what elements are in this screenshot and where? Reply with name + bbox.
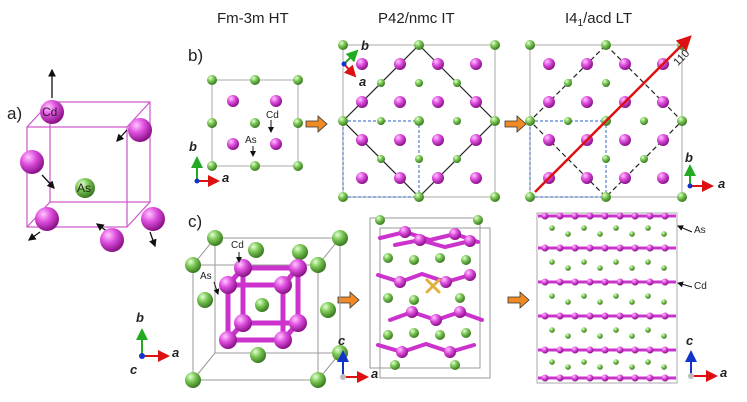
panel-b-ht-structure	[207, 75, 303, 171]
column-title-ht: Fm-3m HT	[217, 10, 289, 27]
atom-label-cd-a: Cd	[42, 105, 58, 119]
atom-label-as-lt: As	[694, 225, 706, 236]
axis-label-a-c: a	[172, 345, 180, 360]
panel-b-it-structure	[338, 40, 500, 202]
axes-b-lt	[684, 164, 714, 192]
atom-label-cd-c: Cd	[231, 240, 244, 251]
axis-label-a-it: a	[359, 74, 367, 89]
orange-arrow-icon	[504, 115, 527, 133]
cross-marker-icon	[425, 278, 441, 294]
panel-c-it-3d	[369, 215, 491, 379]
panel-a-unit-cell	[20, 68, 165, 252]
as-atoms	[375, 215, 483, 370]
cd-atoms	[543, 58, 669, 184]
panel-c-lt-layers	[536, 212, 693, 384]
atom-label-as-b: As	[245, 135, 257, 146]
axes-c-ht	[136, 328, 170, 362]
axis-label-a-it-c: a	[371, 366, 379, 381]
panel-b-lt-structure	[525, 35, 692, 202]
atom-label-as-a: As	[77, 181, 92, 195]
as-atoms	[185, 230, 348, 388]
axis-label-b-ht: b	[189, 139, 197, 154]
axes-b-ht	[191, 156, 220, 187]
lt-title-suffix: /acd LT	[583, 10, 632, 27]
axes-b-it	[341, 49, 359, 78]
cd-atoms	[356, 58, 482, 184]
panel-label-b: b)	[188, 46, 204, 65]
axis-label-c-lt: c	[686, 333, 694, 348]
lt-title-prefix: I4	[565, 10, 578, 27]
axis-label-a-ht: a	[222, 170, 230, 185]
as-atoms	[338, 40, 500, 202]
displacement-arrows	[27, 68, 157, 248]
panel-label-c: c)	[188, 212, 203, 231]
cd-atom	[141, 207, 165, 231]
orange-arrow-icon	[507, 291, 530, 309]
axis-label-b-lt: b	[685, 150, 693, 165]
cd-atom	[40, 100, 64, 124]
atom-label-as-c: As	[200, 271, 212, 282]
cd-atoms	[394, 226, 476, 358]
axes-c-lt	[685, 350, 718, 382]
axis-label-b-c: b	[136, 310, 144, 325]
as-atom	[75, 178, 95, 198]
cd-atom	[35, 207, 59, 231]
atom-label-cd-lt: Cd	[694, 281, 707, 292]
cd-atom	[100, 228, 124, 252]
lt-title-subscript: 1	[577, 18, 584, 29]
axis-label-a-lt-c: a	[720, 365, 728, 380]
column-title-lt: I41/acd LT	[565, 10, 632, 29]
cd-atoms	[219, 259, 307, 349]
transition-arrows	[305, 115, 530, 309]
axis-label-b-it: b	[361, 38, 369, 53]
orange-arrow-icon	[337, 291, 360, 309]
direction-110-arrow	[534, 35, 692, 193]
axis-label-c-it: c	[338, 333, 346, 348]
cd-atom	[128, 118, 152, 142]
panel-label-a: a)	[7, 104, 23, 123]
as-atoms	[207, 75, 303, 171]
axes-c-it	[337, 350, 369, 383]
column-title-it: P42/nmc IT	[378, 10, 455, 27]
panel-c-ht-3d	[185, 230, 348, 388]
axis-label-a-lt: a	[718, 176, 726, 191]
cd-atom	[20, 150, 44, 174]
orange-arrow-icon	[305, 115, 328, 133]
cd-atoms	[227, 95, 282, 150]
axis-label-c-c: c	[130, 362, 138, 377]
atom-label-cd-b: Cd	[266, 110, 279, 121]
